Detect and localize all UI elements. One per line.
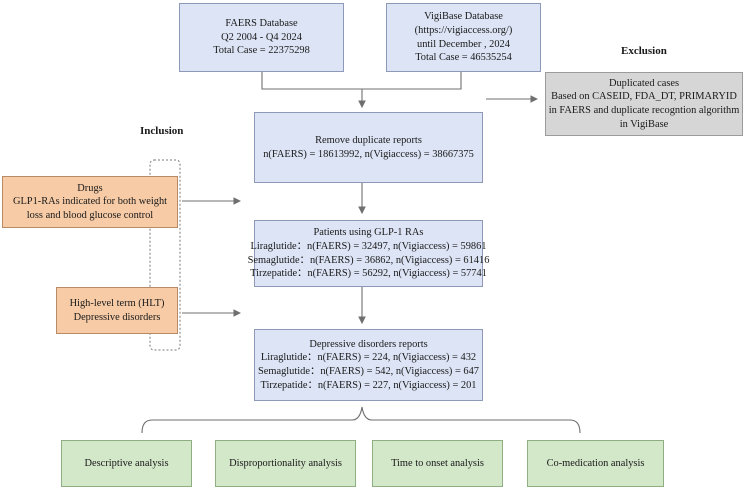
- vigibase-title: VigiBase Database: [424, 11, 503, 23]
- exclusion-line-1: Duplicated cases: [608, 77, 680, 89]
- vigibase-period: until December , 2024: [417, 38, 510, 50]
- descriptive-analysis-box: Descriptive analysis: [61, 440, 192, 487]
- descriptive-analysis-label: Descriptive analysis: [84, 457, 169, 469]
- depressive-liraglutide: Liraglutide：n(FAERS) = 224, n(Vigiaccess…: [260, 352, 477, 364]
- exclusion-line-3: in FAERS and duplicate recogntion algori…: [548, 105, 740, 116]
- co-medication-analysis-label: Co-medication analysis: [546, 457, 645, 469]
- hlt-criterion-box: High-level term (HLT) Depressive disorde…: [56, 287, 178, 334]
- inclusion-label: Inclusion: [140, 125, 184, 137]
- faers-database-box: FAERS Database Q2 2004 - Q4 2024 Total C…: [179, 3, 344, 72]
- disproportionality-analysis-box: Disproportionality analysis: [215, 440, 356, 487]
- faers-connector: [261, 72, 462, 90]
- remove-duplicates-counts: n(FAERS) = 18613992, n(Vigiaccess) = 386…: [263, 148, 474, 160]
- co-medication-analysis-box: Co-medication analysis: [527, 440, 664, 487]
- exclusion-box: Duplicated cases Based on CASEID, FDA_DT…: [545, 72, 743, 136]
- patients-semaglutide: Semaglutide：n(FAERS) = 36862, n(Vigiacce…: [247, 254, 490, 266]
- depressive-tirzepatide: Tirzepatide：n(FAERS) = 227, n(Vigiaccess…: [260, 379, 477, 391]
- drugs-criterion-box: Drugs GLP1-RAs indicated for both weight…: [2, 176, 178, 228]
- depressive-semaglutide: Semaglutide：n(FAERS) = 542, n(Vigiaccess…: [258, 366, 479, 377]
- drugs-title: Drugs: [77, 182, 103, 194]
- hlt-term: Depressive disorders: [73, 311, 161, 323]
- analysis-brace: [141, 406, 581, 434]
- disproportionality-analysis-label: Disproportionality analysis: [229, 457, 342, 469]
- drugs-line-3: loss and blood glucose control: [26, 209, 154, 221]
- faers-total: Total Case = 22375298: [213, 45, 310, 57]
- time-to-onset-analysis-box: Time to onset analysis: [372, 440, 503, 487]
- time-to-onset-analysis-label: Time to onset analysis: [391, 457, 484, 469]
- vigibase-database-box: VigiBase Database (https://vigiaccess.or…: [386, 3, 541, 72]
- patients-title: Patients using GLP-1 RAs: [313, 227, 424, 239]
- faers-period: Q2 2004 - Q4 2024: [221, 31, 302, 43]
- patients-tirzepatide: Tirzepatide：n(FAERS) = 56292, n(Vigiacce…: [250, 268, 487, 280]
- faers-title: FAERS Database: [225, 18, 298, 30]
- vigibase-total: Total Case = 46535254: [415, 52, 512, 64]
- exclusion-label: Exclusion: [621, 45, 667, 57]
- remove-duplicates-title: Remove duplicate reports: [315, 134, 422, 146]
- drugs-line-2: GLP1-RAs indicated for both weight: [12, 196, 168, 208]
- depressive-title: Depressive disorders reports: [309, 338, 428, 350]
- vigibase-url: (https://vigiaccess.org/): [414, 24, 513, 36]
- patients-liraglutide: Liraglutide：n(FAERS) = 32497, n(Vigiacce…: [250, 240, 487, 252]
- hlt-title: High-level term (HLT): [69, 297, 165, 309]
- patients-box: Patients using GLP-1 RAs Liraglutide：n(F…: [248, 220, 489, 287]
- exclusion-line-4: in VigiBase: [619, 118, 669, 130]
- depressive-reports-box: Depressive disorders reports Liraglutide…: [254, 329, 483, 401]
- remove-duplicates-box: Remove duplicate reports n(FAERS) = 1861…: [254, 112, 483, 183]
- exclusion-line-2: Based on CASEID, FDA_DT, PRIMARYID: [551, 91, 737, 103]
